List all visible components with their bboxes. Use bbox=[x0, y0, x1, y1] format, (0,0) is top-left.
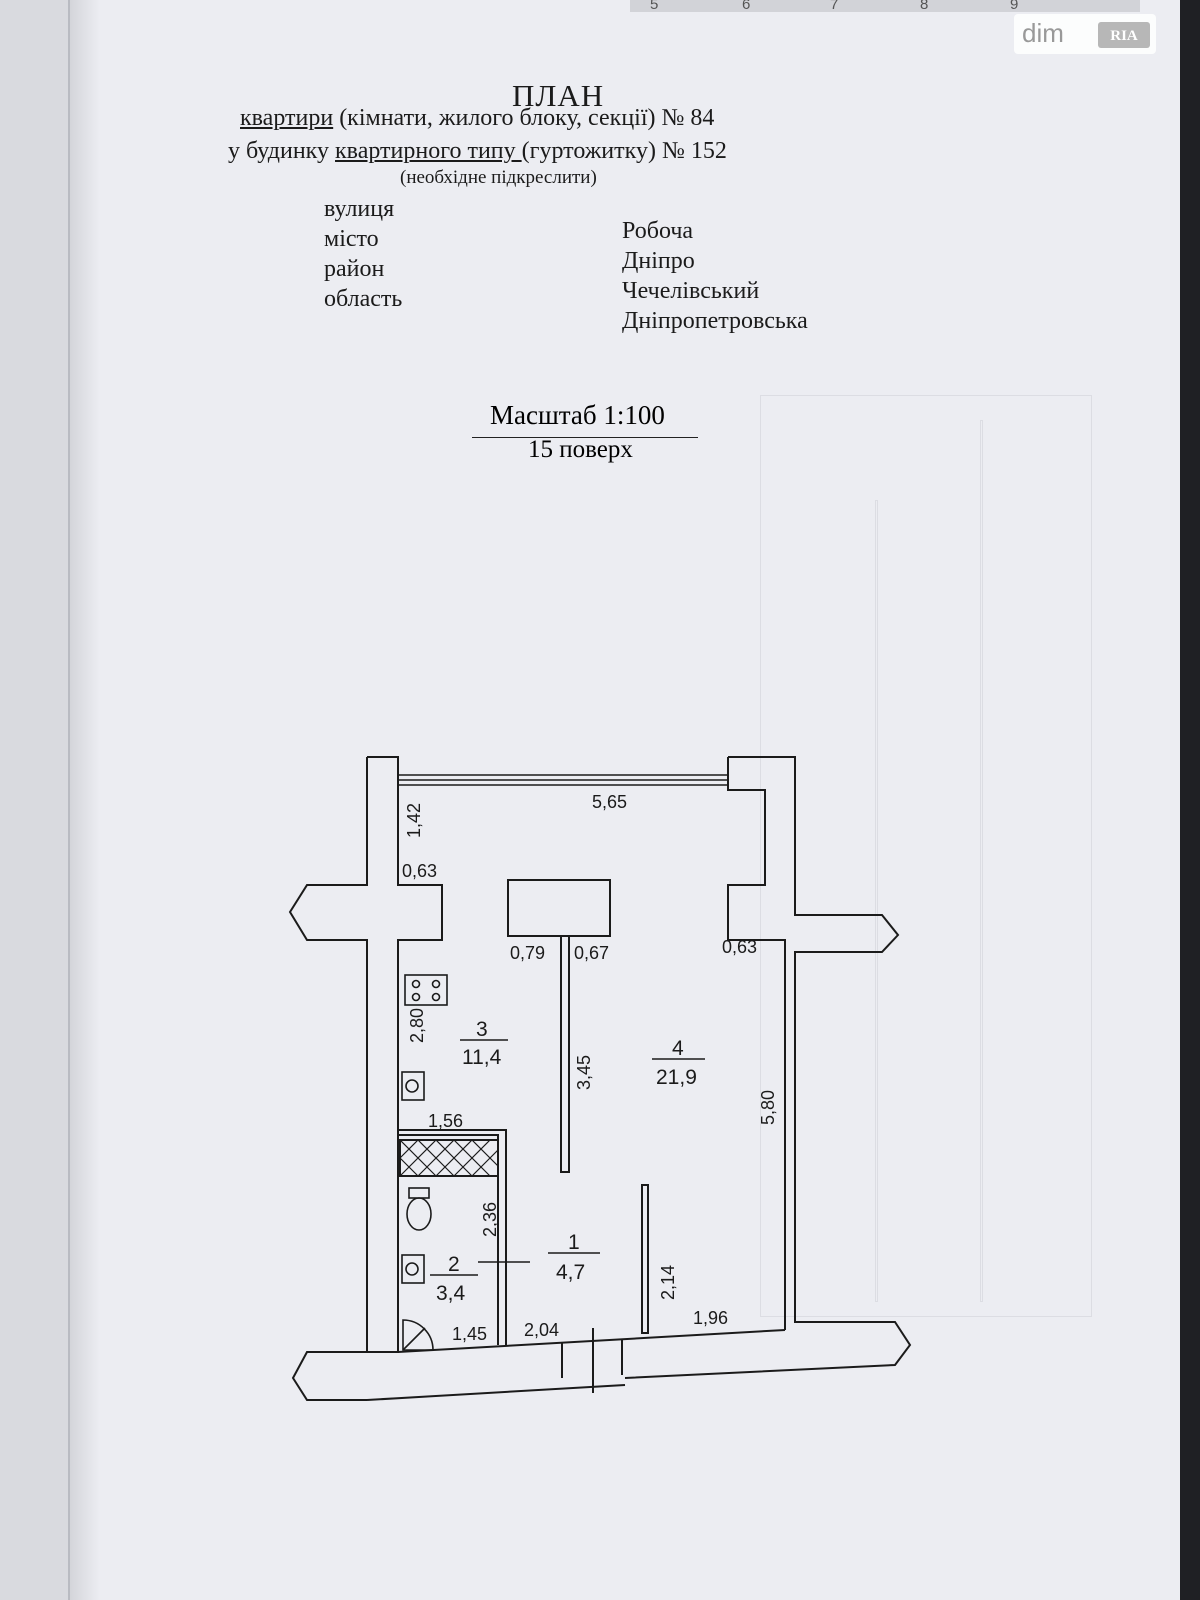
document-sheet bbox=[68, 0, 1180, 1600]
bleed-through-line bbox=[875, 500, 878, 1302]
dim-hall-bottom: 2,04 bbox=[524, 1320, 559, 1340]
region-label: область bbox=[324, 286, 403, 312]
ruler: 5 6 7 8 9 bbox=[630, 0, 1140, 13]
scale-label: Масштаб 1:100 bbox=[490, 400, 665, 430]
burner-icon bbox=[411, 979, 421, 989]
shower-line-icon bbox=[402, 1327, 426, 1351]
dim-left-pier: 0,63 bbox=[402, 861, 437, 881]
district-value: Чечелівський bbox=[622, 278, 760, 304]
ruler-number: 5 bbox=[650, 0, 659, 13]
dim-partition: 3,45 bbox=[574, 1055, 594, 1090]
dim-bath-height: 2,36 bbox=[480, 1202, 500, 1237]
dim-bath-bottom: 1,45 bbox=[452, 1324, 487, 1344]
room-2-number: 2 bbox=[448, 1253, 460, 1276]
room-label-lines bbox=[430, 1039, 705, 1276]
room-4-number: 4 bbox=[672, 1037, 684, 1060]
dim-bath-width: 1,56 bbox=[428, 1111, 463, 1131]
sink-drain-icon bbox=[405, 1079, 419, 1093]
hall-partition bbox=[641, 1184, 649, 1334]
room-1-area: 4,7 bbox=[556, 1261, 585, 1284]
walls bbox=[288, 756, 912, 1401]
ruler-number: 9 bbox=[1010, 0, 1019, 13]
ruler-number: 6 bbox=[742, 0, 751, 13]
stove-icon bbox=[404, 974, 448, 1006]
ventilation-block bbox=[507, 879, 611, 937]
dim-kitchen-height: 2,80 bbox=[407, 1008, 427, 1043]
partitions bbox=[398, 879, 649, 1345]
underline-note: (необхідне підкреслити) bbox=[400, 167, 597, 188]
street-label: вулиця bbox=[324, 196, 395, 222]
city-value: Дніпро bbox=[622, 248, 695, 274]
bleed-through-table bbox=[760, 395, 1092, 1317]
street-value: Робоча bbox=[622, 218, 694, 244]
dim-hall-partition: 2,14 bbox=[658, 1265, 678, 1300]
left-wall-outer bbox=[288, 757, 368, 1352]
bottom-wall-inner bbox=[397, 1329, 786, 1353]
room-1-number: 1 bbox=[568, 1231, 580, 1254]
document-title: ПЛАН bbox=[512, 78, 605, 113]
dim-right-height: 5,80 bbox=[758, 1090, 778, 1125]
ruler-number: 7 bbox=[830, 0, 839, 13]
dim-right-pier: 0,63 bbox=[722, 937, 757, 957]
room-2-area: 3,4 bbox=[436, 1282, 466, 1305]
underlined-type: квартири bbox=[240, 105, 334, 131]
dim-left-top: 1,42 bbox=[404, 803, 424, 838]
right-wall bbox=[624, 756, 912, 1379]
floor-label: 15 поверх bbox=[528, 436, 633, 463]
left-wall bbox=[291, 756, 443, 1401]
toilet-tank-icon bbox=[408, 1187, 430, 1199]
right-wall-inner bbox=[727, 757, 786, 1330]
hatching bbox=[399, 1139, 499, 1177]
dim-top-width: 5,65 bbox=[592, 792, 627, 812]
page-fold-shadow bbox=[70, 0, 100, 1600]
district-label: район bbox=[324, 256, 385, 282]
dim-block-left: 0,79 bbox=[510, 943, 545, 963]
building-rest: (гуртожитку) № 152 bbox=[521, 138, 727, 164]
bottom-wall-outer bbox=[366, 1384, 626, 1401]
watermark-badge: RIA bbox=[1098, 22, 1150, 48]
region-value: Дніпропетровська bbox=[622, 308, 808, 334]
room-4-area: 21,9 bbox=[656, 1066, 697, 1089]
scale-divider bbox=[472, 437, 698, 438]
room-3-number: 3 bbox=[476, 1018, 488, 1041]
kitchen-partition bbox=[560, 935, 570, 1173]
city-label: місто bbox=[324, 226, 379, 252]
bleed-through-line bbox=[980, 420, 983, 1302]
bathroom-wall-inner bbox=[398, 1134, 499, 1345]
dim-block-right: 0,67 bbox=[574, 943, 609, 963]
building-prefix: у будинку bbox=[228, 138, 336, 164]
watermark-logo: dim RIA bbox=[1014, 14, 1156, 54]
bathroom-wall bbox=[398, 1129, 507, 1345]
window bbox=[398, 774, 728, 786]
building-line: у будинку квартирного типу (гуртожитку) … bbox=[228, 138, 727, 165]
underlined-building-type: квартирного типу bbox=[335, 138, 522, 164]
watermark-brand: dim bbox=[1022, 18, 1064, 48]
dim-right-bottom: 1,96 bbox=[693, 1308, 728, 1328]
burner-icon bbox=[431, 979, 441, 989]
subject-rest: (кімнати, жилого блоку, секції) № 84 bbox=[333, 105, 715, 131]
room-3-area: 11,4 bbox=[462, 1046, 502, 1069]
toilet-icon bbox=[406, 1197, 432, 1231]
burner-icon bbox=[431, 992, 441, 1002]
burner-icon bbox=[411, 992, 421, 1002]
ruler-number: 8 bbox=[920, 0, 929, 13]
plan-subject-line: квартири (кімнати, жилого блоку, секції)… bbox=[240, 105, 714, 132]
back-page bbox=[0, 0, 80, 1600]
basin-drain-icon bbox=[405, 1262, 419, 1276]
wash-basin-icon bbox=[401, 1254, 425, 1284]
kitchen-sink-icon bbox=[401, 1071, 425, 1101]
